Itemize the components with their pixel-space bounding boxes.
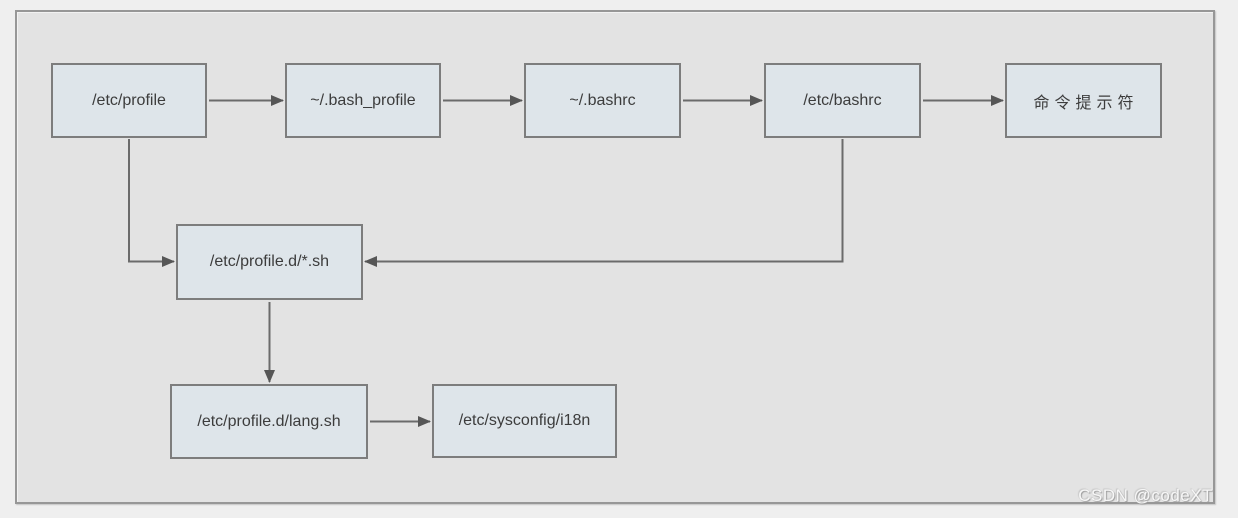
node-label: /etc/bashrc	[803, 91, 882, 109]
node-bash-profile: ~/.bash_profile	[285, 63, 441, 138]
node-label: /etc/sysconfig/i18n	[458, 412, 591, 429]
node-bashrc: ~/.bashrc	[524, 63, 681, 138]
node-command-prompt: 命令提示符	[1005, 63, 1162, 138]
node-label: /etc/profile.d/*.sh	[209, 253, 330, 270]
node-profile-d-scripts: /etc/profile.d/*.sh	[176, 224, 363, 300]
node-label: ~/.bashrc	[569, 91, 636, 109]
node-label: /etc/profile.d/lang.sh	[197, 412, 341, 430]
node-lang-script: /etc/profile.d/lang.sh	[170, 384, 368, 459]
node-i18n-config: /etc/sysconfig/i18n	[432, 384, 617, 458]
node-label: ~/.bash_profile	[310, 91, 416, 109]
node-label: /etc/profile	[92, 91, 166, 109]
node-etc-bashrc: /etc/bashrc	[764, 63, 921, 138]
node-etc-profile: /etc/profile	[51, 63, 207, 138]
node-label: 命令提示符	[1033, 94, 1139, 112]
watermark: CSDN @codeXT	[1078, 486, 1213, 505]
